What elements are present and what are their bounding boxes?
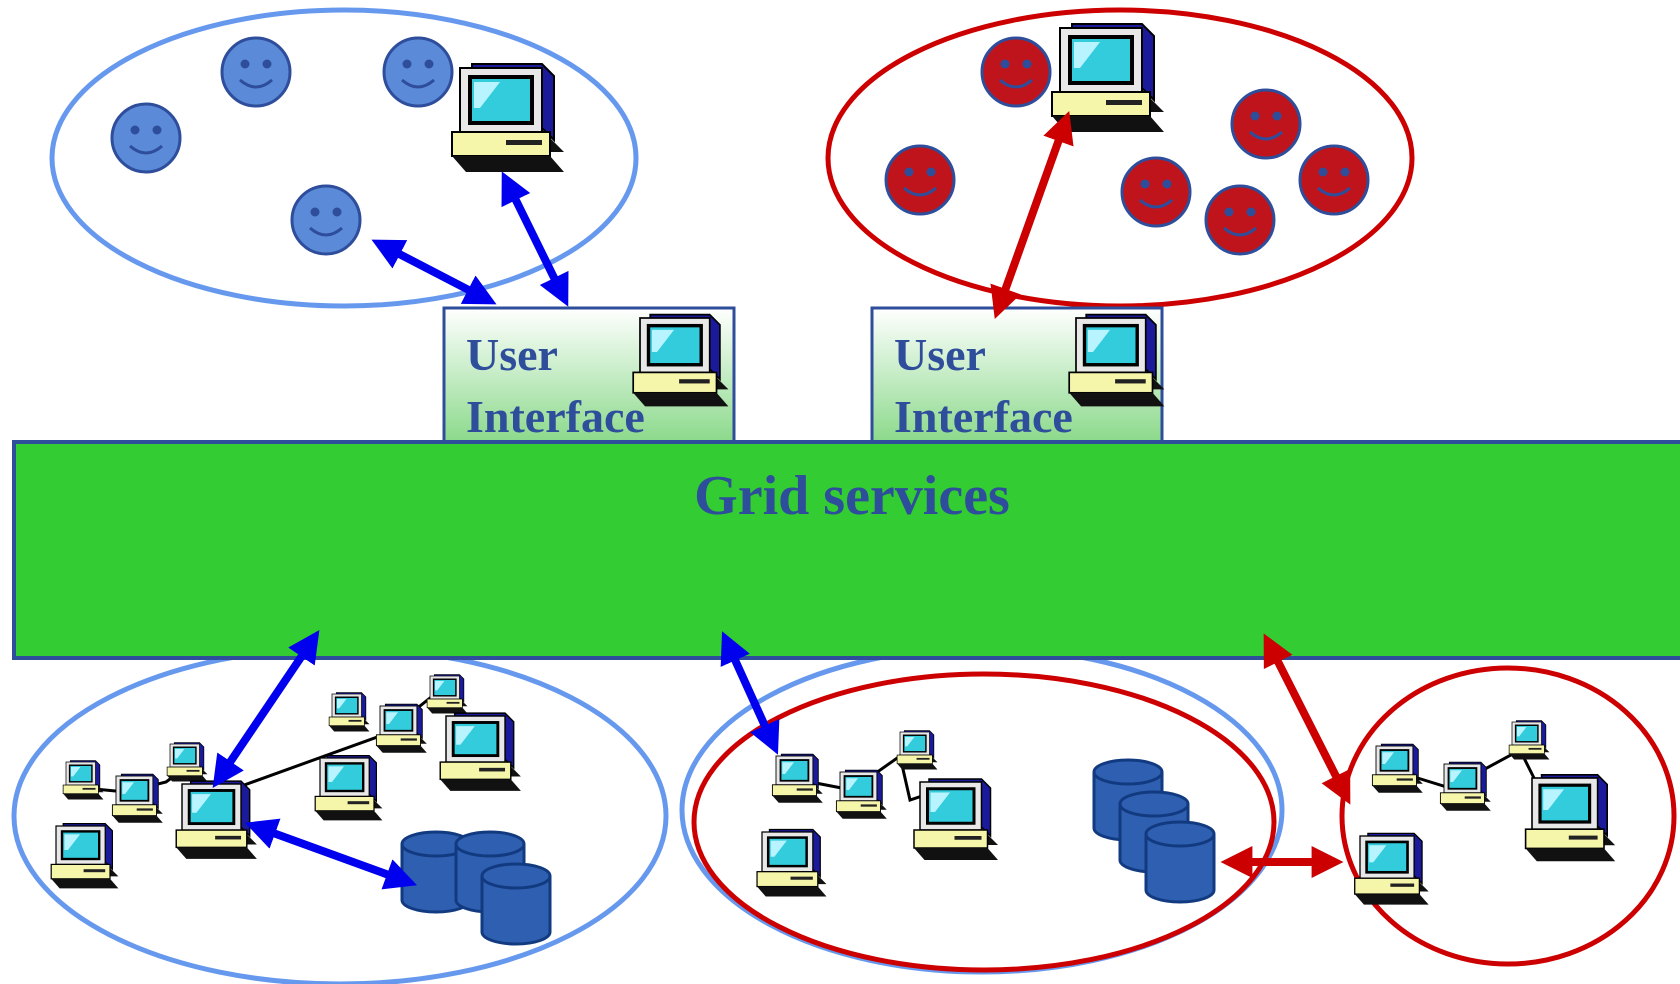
ui-computer-icon: [1068, 313, 1166, 408]
top-right-user-group: [825, 7, 1415, 309]
ui-label-line1: User: [466, 329, 558, 380]
user-interface-box-1: User Interface: [442, 306, 736, 448]
bottom-center-resource-group-inner: [691, 671, 1277, 973]
user-face-icon: [110, 36, 454, 256]
bottom-right-resource-group: [1339, 665, 1677, 967]
arrow-grid-to-resources-left: [212, 630, 320, 788]
bottom-left-resources: [50, 674, 552, 946]
user-computer-icon: [1051, 23, 1165, 133]
arrow-user-to-ui: [371, 239, 497, 305]
computer-icon: [835, 769, 888, 820]
computer-icon: [375, 703, 428, 754]
connection-arrows: [212, 110, 1351, 890]
computer-icon: [328, 692, 370, 732]
computer-icon: [1354, 832, 1430, 906]
computer-icon: [1371, 743, 1424, 794]
computer-icon: [111, 773, 164, 824]
computer-icon: [756, 828, 828, 898]
top-left-user-group: [49, 7, 639, 309]
user-computer-icon: [451, 63, 565, 173]
arrow-computer-to-db-left: [244, 818, 418, 890]
ui-label-line1: User: [894, 329, 986, 380]
computer-icon: [175, 780, 258, 860]
bottom-right-resources: [1354, 720, 1616, 906]
computer-icon: [913, 778, 999, 861]
computer-icon: [1524, 773, 1616, 863]
arrow-ui-to-user-red: [990, 110, 1074, 320]
arrow-computer-to-ui: [501, 171, 569, 307]
computer-icon: [1508, 720, 1550, 760]
ui-label-line2: Interface: [894, 391, 1073, 442]
computer-icon: [1439, 761, 1492, 812]
computer-icon: [439, 712, 522, 792]
computer-icon: [426, 674, 468, 714]
bottom-center-resources: [756, 730, 1216, 904]
computer-icon: [62, 760, 104, 800]
computer-icon: [166, 742, 208, 782]
user-interface-box-2: User Interface: [870, 306, 1166, 448]
computer-icon: [50, 822, 119, 890]
arrow-grid-to-resources-center: [720, 631, 780, 755]
grid-services-bar: Grid services: [12, 440, 1680, 660]
ui-label-line2: Interface: [466, 391, 645, 442]
computer-icon: [896, 730, 938, 770]
computer-icon: [771, 753, 824, 804]
arrow-grid-to-resources-right: [1263, 633, 1351, 805]
ui-computer-icon: [632, 313, 730, 408]
grid-services-label: Grid services: [694, 465, 1010, 527]
database-icon: [480, 862, 552, 946]
computer-icon: [314, 754, 383, 822]
database-icon: [1144, 820, 1216, 904]
